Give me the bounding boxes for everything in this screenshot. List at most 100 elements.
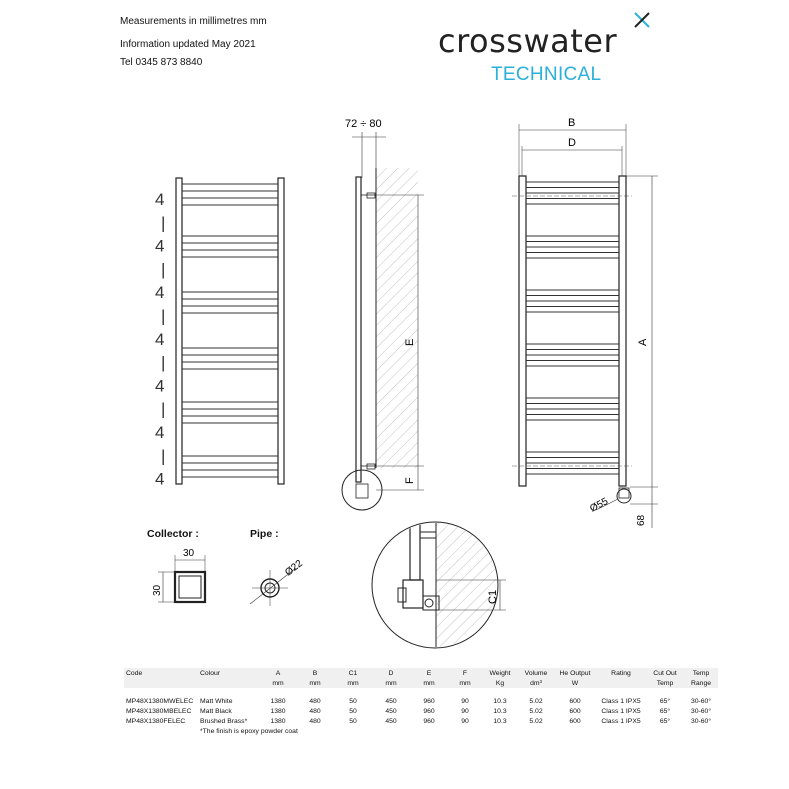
table-cell: MP48X1380MWELEC — [126, 697, 194, 705]
x-icon — [634, 12, 650, 28]
dim-e: E — [404, 339, 416, 346]
table-cell: dm³ — [518, 678, 554, 688]
table-cell: Range — [684, 678, 718, 688]
table-cell — [596, 678, 646, 688]
table-cell: Weight — [482, 668, 518, 678]
rung-group-label: | — [161, 307, 165, 326]
table-cell: 5.02 — [529, 717, 543, 725]
table-cell: mm — [260, 678, 296, 688]
table-cell: 50 — [349, 717, 357, 725]
table-footnote: *The finish is epoxy powder coat — [200, 727, 298, 735]
table-cell: 50 — [349, 707, 357, 715]
table-cell: Colour — [198, 668, 260, 678]
table-cell: Class 1 IPX5 — [601, 717, 641, 725]
table-cell: 65° — [659, 697, 671, 705]
rear-view: B D A 68 Ø55 — [512, 117, 658, 528]
info-measurements: Measurements in millimetres mm — [120, 16, 267, 27]
collector-width: 30 — [183, 548, 195, 559]
table-cell: 90 — [461, 707, 469, 715]
table-cell: B — [296, 668, 334, 678]
table-cell: 960 — [423, 707, 435, 715]
table-cell: mm — [296, 678, 334, 688]
table-cell: Rating — [596, 668, 646, 678]
table-cell: 960 — [423, 717, 435, 725]
table-cell: Kg — [482, 678, 518, 688]
collector-height: 30 — [152, 584, 163, 596]
table-cell: Matt White — [200, 697, 233, 705]
dim-dia-55: Ø55 — [588, 496, 610, 515]
table-cell: 600 — [569, 697, 581, 705]
table-cell: 5.02 — [529, 697, 543, 705]
table-cell: mm — [448, 678, 482, 688]
table-cell: E — [410, 668, 448, 678]
table-cell: 30-60° — [690, 697, 712, 705]
table-cell: Temp — [684, 668, 718, 678]
table-cell: Class 1 IPX5 — [601, 697, 641, 705]
table-cell: 480 — [309, 697, 321, 705]
dim-b: B — [568, 117, 575, 129]
table-cell: 90 — [461, 697, 469, 705]
rung-group-label: | — [161, 213, 165, 232]
table-cell: 5.02 — [529, 707, 543, 715]
table-cell: MP48X1380MBELEC — [126, 707, 192, 715]
info-updated: Information updated May 2021 — [120, 39, 256, 50]
dim-f: F — [404, 477, 416, 484]
table-cell: Cut Out — [646, 668, 684, 678]
dim-d: D — [568, 137, 576, 149]
table-cell: D — [372, 668, 410, 678]
rung-group-label: | — [161, 353, 165, 372]
collector-section: 30 30 — [152, 548, 207, 604]
table-cell: Matt Black — [200, 707, 232, 715]
table-cell: Volume — [518, 668, 554, 678]
brand-subtitle: TECHNICAL — [491, 64, 602, 85]
rung-group-label: 4 — [155, 423, 164, 442]
table-cell: Brushed Brass* — [200, 717, 248, 725]
table-cell: 480 — [309, 707, 321, 715]
rung-group-label: | — [161, 260, 165, 279]
pipe-section: Ø22 — [249, 558, 305, 606]
rung-group-label: 4 — [155, 237, 164, 256]
table-cell — [124, 678, 198, 688]
rung-group-label: 4 — [155, 470, 164, 489]
table-cell: 30-60° — [690, 717, 712, 725]
dim-a: A — [637, 338, 649, 346]
table-cell: 600 — [569, 717, 581, 725]
table-cell: MP48X1380FELEC — [126, 717, 186, 725]
dim-68: 68 — [636, 514, 647, 526]
rung-group-label: 4 — [155, 376, 164, 395]
rung-group-label: 4 — [155, 283, 164, 302]
table-cell: 90 — [461, 717, 469, 725]
rung-group-label: | — [161, 446, 165, 465]
table-cell: 1380 — [270, 697, 286, 705]
info-telephone: Tel 0345 873 8840 — [120, 57, 203, 68]
pipe-title: Pipe : — [250, 528, 279, 540]
table-cell: Code — [124, 668, 198, 678]
table-cell: 10.3 — [493, 717, 507, 725]
detail-view: C1 — [371, 521, 506, 649]
table-cell: 960 — [423, 697, 435, 705]
table-cell: 450 — [385, 717, 397, 725]
rung-group-label: 4 — [155, 190, 164, 209]
pipe-diameter: Ø22 — [283, 558, 305, 579]
dim-72-80: 72 ÷ 80 — [345, 118, 382, 130]
table-cell: 65° — [659, 707, 671, 715]
rung-group-label: | — [161, 400, 165, 419]
table-cell — [198, 678, 260, 688]
table-cell: 1380 — [270, 717, 286, 725]
table-cell: mm — [334, 678, 372, 688]
front-view: 4|4|4|4|4|4|4 — [155, 177, 285, 489]
table-cell: 1380 — [270, 707, 286, 715]
collector-title: Collector : — [147, 528, 199, 540]
brand-logo: crosswater — [438, 22, 618, 60]
table-cell: 450 — [385, 707, 397, 715]
table-cell: mm — [372, 678, 410, 688]
table-cell: mm — [410, 678, 448, 688]
dim-c1: C1 — [487, 590, 499, 604]
table-cell: Temp — [646, 678, 684, 688]
table-cell: 10.3 — [493, 697, 507, 705]
table-cell: F — [448, 668, 482, 678]
